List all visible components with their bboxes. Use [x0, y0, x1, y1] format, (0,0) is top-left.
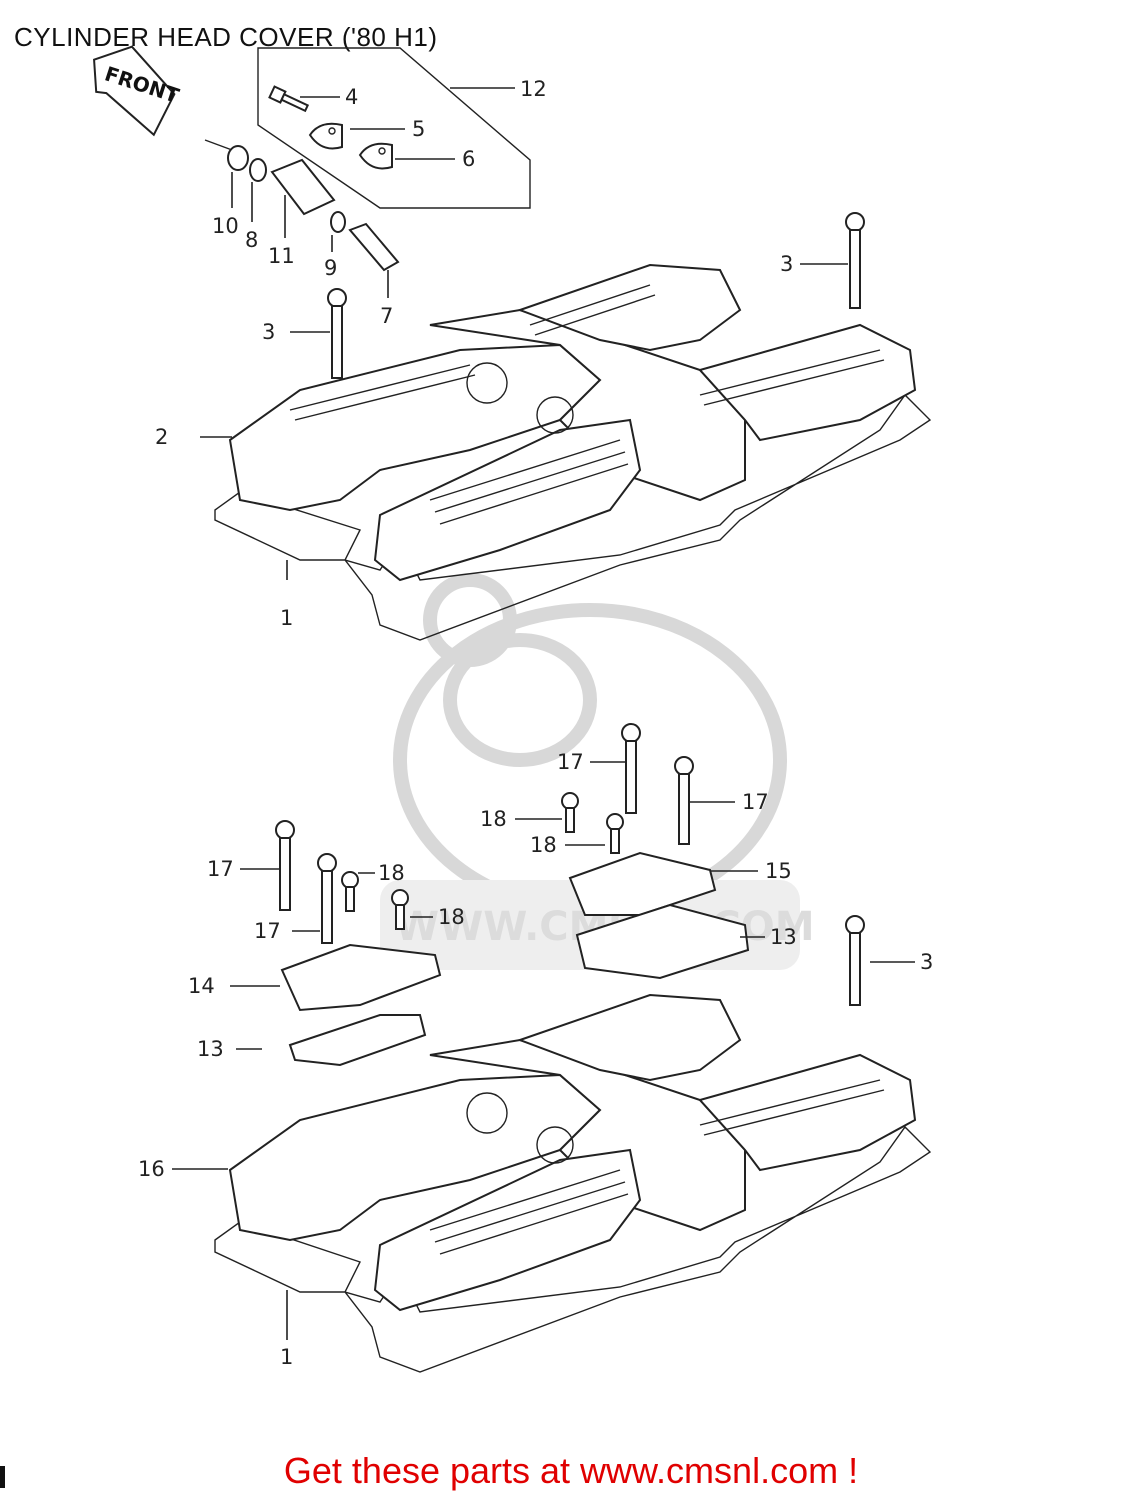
callouts-top: 4 5 6 12 10 8 11 9 7 3 3 2 1	[155, 77, 848, 630]
callout-18-c: 18	[378, 861, 405, 885]
callout-9: 9	[324, 256, 337, 280]
edge-mark	[0, 1466, 5, 1488]
diagram-title: CYLINDER HEAD COVER ('80 H1)	[14, 22, 438, 52]
callout-14: 14	[188, 974, 215, 998]
callout-17-c: 17	[207, 857, 234, 881]
callout-1-bottom: 1	[280, 1345, 293, 1369]
callout-17-b: 17	[742, 790, 769, 814]
front-arrow: FRONT	[93, 45, 182, 137]
callout-3-bottom: 3	[920, 950, 933, 974]
callout-1-top: 1	[280, 606, 293, 630]
top-cylinder-head-cover	[214, 263, 932, 641]
callout-15: 15	[765, 859, 792, 883]
bottom-plates	[280, 851, 750, 1067]
cmsnl-link[interactable]: Get these parts at www.cmsnl.com !	[283, 1450, 859, 1491]
callout-10: 10	[212, 214, 239, 238]
callout-5: 5	[412, 117, 425, 141]
callout-17-d: 17	[254, 919, 281, 943]
callout-4: 4	[345, 85, 358, 109]
callout-3-top-right: 3	[780, 252, 793, 276]
bottom-cylinder-head-cover	[214, 993, 932, 1373]
callout-3-top-left: 3	[262, 320, 275, 344]
callout-8: 8	[245, 228, 258, 252]
breather-fitting	[204, 139, 400, 272]
part-group-12-outline	[257, 47, 531, 209]
callout-13-b: 13	[197, 1037, 224, 1061]
callout-18-d: 18	[438, 905, 465, 929]
callout-16: 16	[138, 1157, 165, 1181]
callout-7: 7	[380, 304, 393, 328]
get-parts-link-banner[interactable]: Get these parts at www.cmsnl.com !	[0, 1450, 1142, 1492]
bolt-3-top-right	[845, 212, 865, 309]
callout-12: 12	[520, 77, 547, 101]
callout-13-a: 13	[770, 925, 797, 949]
callout-2: 2	[155, 425, 168, 449]
parts-diagram: WWW.CMSNL.COM FRONT	[93, 45, 933, 1373]
bottom-bolts	[275, 723, 865, 1006]
callout-18-a: 18	[480, 807, 507, 831]
callout-17-a: 17	[557, 750, 584, 774]
bolt-3-top-left	[327, 288, 347, 379]
callout-11: 11	[268, 244, 295, 268]
callout-6: 6	[462, 147, 475, 171]
callout-18-b: 18	[530, 833, 557, 857]
callouts-bottom: 17 17 18 18 15 13 3 17 18 18 17 14 13 16…	[138, 750, 933, 1369]
